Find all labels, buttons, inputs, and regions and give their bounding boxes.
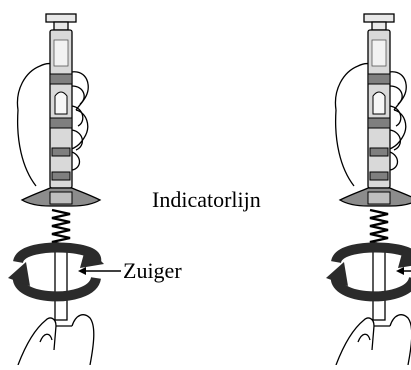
syringe-left [8, 14, 104, 365]
plunger-pointer-right-head [396, 267, 404, 275]
plunger-label: Zuiger [123, 260, 182, 282]
indicator-line-label: Indicatorlijn [152, 189, 261, 211]
plunger-pointer-left-head [78, 267, 86, 275]
syringe-right [326, 14, 411, 365]
